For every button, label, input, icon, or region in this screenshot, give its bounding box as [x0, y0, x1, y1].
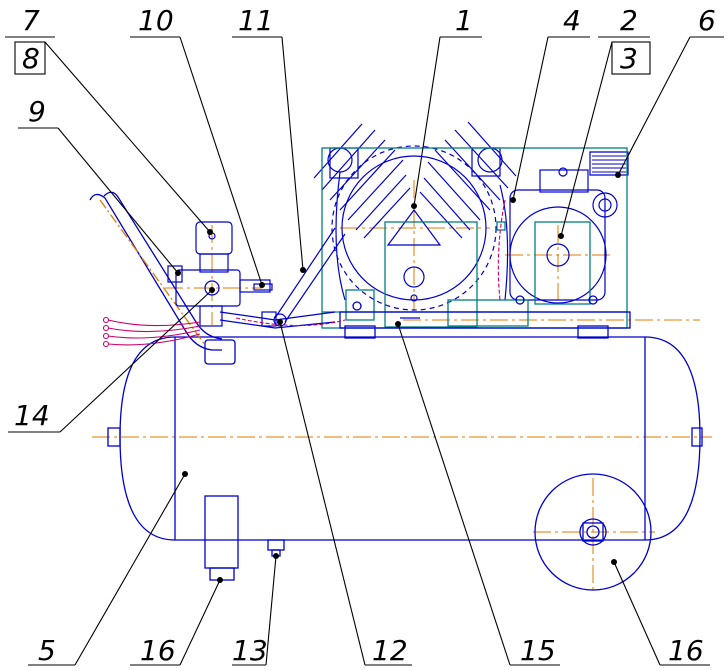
fan-guard — [592, 155, 626, 173]
callout-7: 7 — [22, 4, 40, 37]
handle — [89, 191, 236, 365]
receiver-tank — [107, 325, 703, 581]
discharge-pipe — [219, 227, 346, 329]
callout-15: 15 — [520, 634, 556, 667]
callout-8: 8 — [22, 42, 40, 75]
callout-16-left: 16 — [140, 634, 176, 667]
pressure-switch — [167, 221, 273, 327]
callout-6: 6 — [698, 4, 716, 37]
left-cylinder-fins — [313, 123, 411, 239]
callout-2: 2 — [620, 4, 638, 37]
callout-12: 12 — [372, 634, 408, 667]
callout-5: 5 — [38, 634, 56, 667]
cable — [102, 199, 506, 348]
leader-dots — [175, 172, 621, 583]
callout-16-right: 16 — [668, 634, 704, 667]
callout-labels: 7 8 10 11 9 1 4 2 3 6 14 5 16 13 12 15 1… — [14, 4, 716, 667]
callout-11: 11 — [238, 4, 274, 37]
wheel — [534, 473, 652, 591]
electric-motor — [509, 151, 629, 304]
callout-10: 10 — [138, 4, 174, 37]
callout-14: 14 — [14, 399, 50, 432]
base-plate — [339, 295, 631, 329]
callout-13: 13 — [232, 634, 268, 667]
mounting-frame — [321, 147, 628, 329]
compressor-pump — [313, 121, 517, 311]
callout-9: 9 — [28, 95, 46, 128]
right-cylinder-fins — [419, 121, 517, 239]
callout-1: 1 — [455, 4, 473, 37]
callout-3: 3 — [620, 42, 638, 75]
callout-4: 4 — [563, 4, 581, 37]
centerlines — [92, 180, 712, 590]
leader-lines — [5, 36, 724, 666]
